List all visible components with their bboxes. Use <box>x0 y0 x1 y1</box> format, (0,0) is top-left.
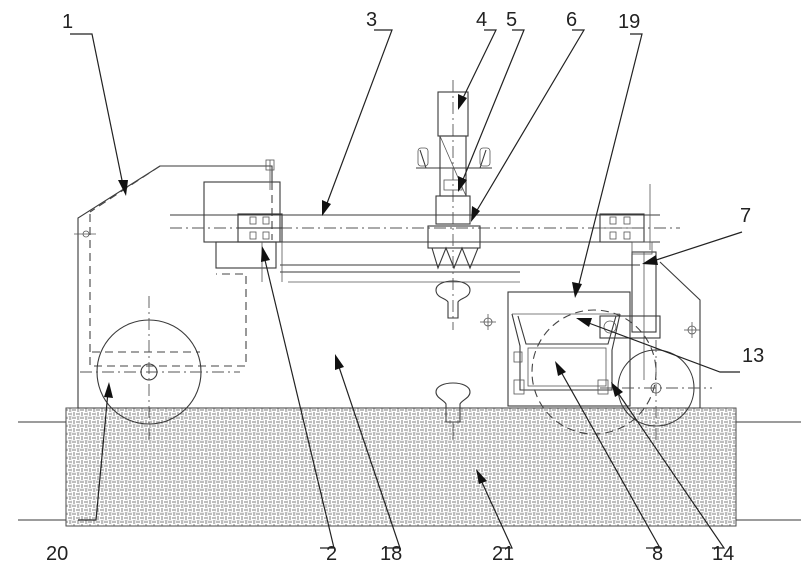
leader-lines <box>70 29 743 549</box>
internal-hidden-lines <box>89 165 273 367</box>
label-8: 8 <box>652 543 663 565</box>
right-arm <box>599 241 661 380</box>
label-19: 19 <box>618 11 640 33</box>
label-20: 20 <box>46 543 68 565</box>
centre-marks <box>480 314 700 338</box>
lower-guide <box>435 382 471 440</box>
left-wheel <box>80 296 240 440</box>
central-clamp-column <box>416 80 492 330</box>
right-bearing-blocks <box>599 184 651 250</box>
label-14: 14 <box>712 543 734 565</box>
ground-slab <box>18 407 801 527</box>
reference-numbers: 1 3 4 5 6 19 7 13 20 2 18 21 8 14 <box>46 9 764 565</box>
label-21: 21 <box>492 543 514 565</box>
left-bearing-blocks <box>237 159 283 282</box>
label-18: 18 <box>380 543 402 565</box>
label-2: 2 <box>326 543 337 565</box>
cross-beam <box>170 181 680 283</box>
label-1: 1 <box>62 11 73 33</box>
label-6: 6 <box>566 9 577 31</box>
label-4: 4 <box>476 9 487 31</box>
label-5: 5 <box>506 9 517 31</box>
label-7: 7 <box>740 205 751 227</box>
label-13: 13 <box>742 345 764 367</box>
label-3: 3 <box>366 9 377 31</box>
